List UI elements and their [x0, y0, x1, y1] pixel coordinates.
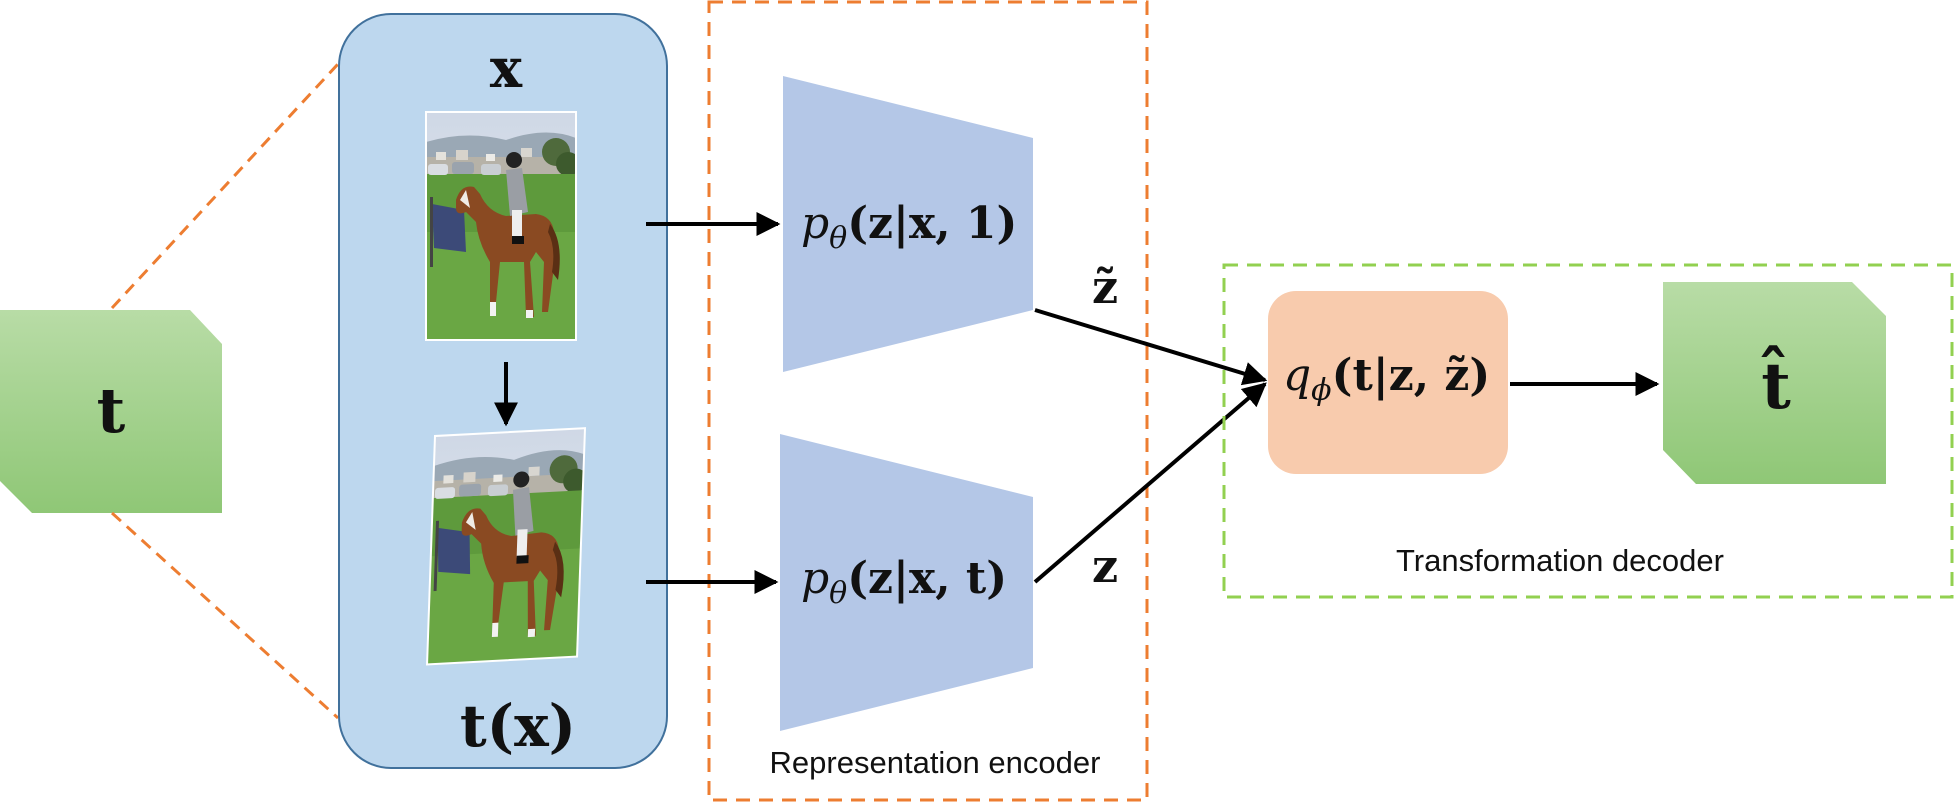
transformation-decoder-group: Transformation decoder — [1222, 263, 1954, 599]
decoder-box: qϕ(t|z, z̃) — [1268, 291, 1508, 474]
encoder-top-args: (z|x, 1) — [847, 198, 1017, 249]
encoder-bottom-formula: pθ(z|x, t) — [801, 553, 1007, 611]
encoder-bottom: pθ(z|x, t) — [780, 434, 1033, 731]
horse-rider-photo — [425, 111, 577, 341]
z-label: z — [1092, 539, 1118, 593]
x-label: x — [490, 36, 523, 100]
decoder-phi: ϕ — [1311, 373, 1331, 408]
encoder-bottom-theta: θ — [829, 576, 847, 611]
encoder-bottom-p: p — [801, 553, 829, 604]
encoder-top-theta: θ — [829, 221, 847, 256]
transformation-t-box: t — [0, 310, 222, 513]
zoom-line-top — [110, 62, 340, 310]
encoder-top: pθ(z|x, 1) — [783, 76, 1033, 372]
arrow-z-tilde-to-decoder — [1034, 308, 1268, 386]
t-label: t — [97, 374, 126, 447]
arrow-z-to-decoder — [1033, 382, 1267, 584]
representation-encoder-group: Representation encoder — [707, 0, 1149, 802]
horse-rider-photo-warped — [426, 427, 587, 666]
encoder-top-formula: pθ(z|x, 1) — [801, 198, 1017, 256]
z-tilde-label: z̃ — [1092, 260, 1118, 314]
encoder-top-p: p — [801, 198, 829, 249]
decoder-q: q — [1283, 350, 1311, 401]
tx-label: t(x) — [460, 692, 576, 760]
zoom-line-bottom — [110, 511, 340, 720]
input-panel: x t(x) — [338, 13, 668, 769]
decoder-args: (t|z, z̃) — [1332, 350, 1491, 401]
decoder-caption: Transformation decoder — [1396, 543, 1724, 578]
decoder-formula: qϕ(t|z, z̃) — [1283, 350, 1490, 408]
encoder-caption: Representation encoder — [770, 745, 1101, 780]
encoder-bottom-args: (z|x, t) — [847, 553, 1007, 604]
t-hat-label: t̂ — [1761, 345, 1791, 424]
output-t-hat-box: t̂ — [1663, 282, 1886, 484]
